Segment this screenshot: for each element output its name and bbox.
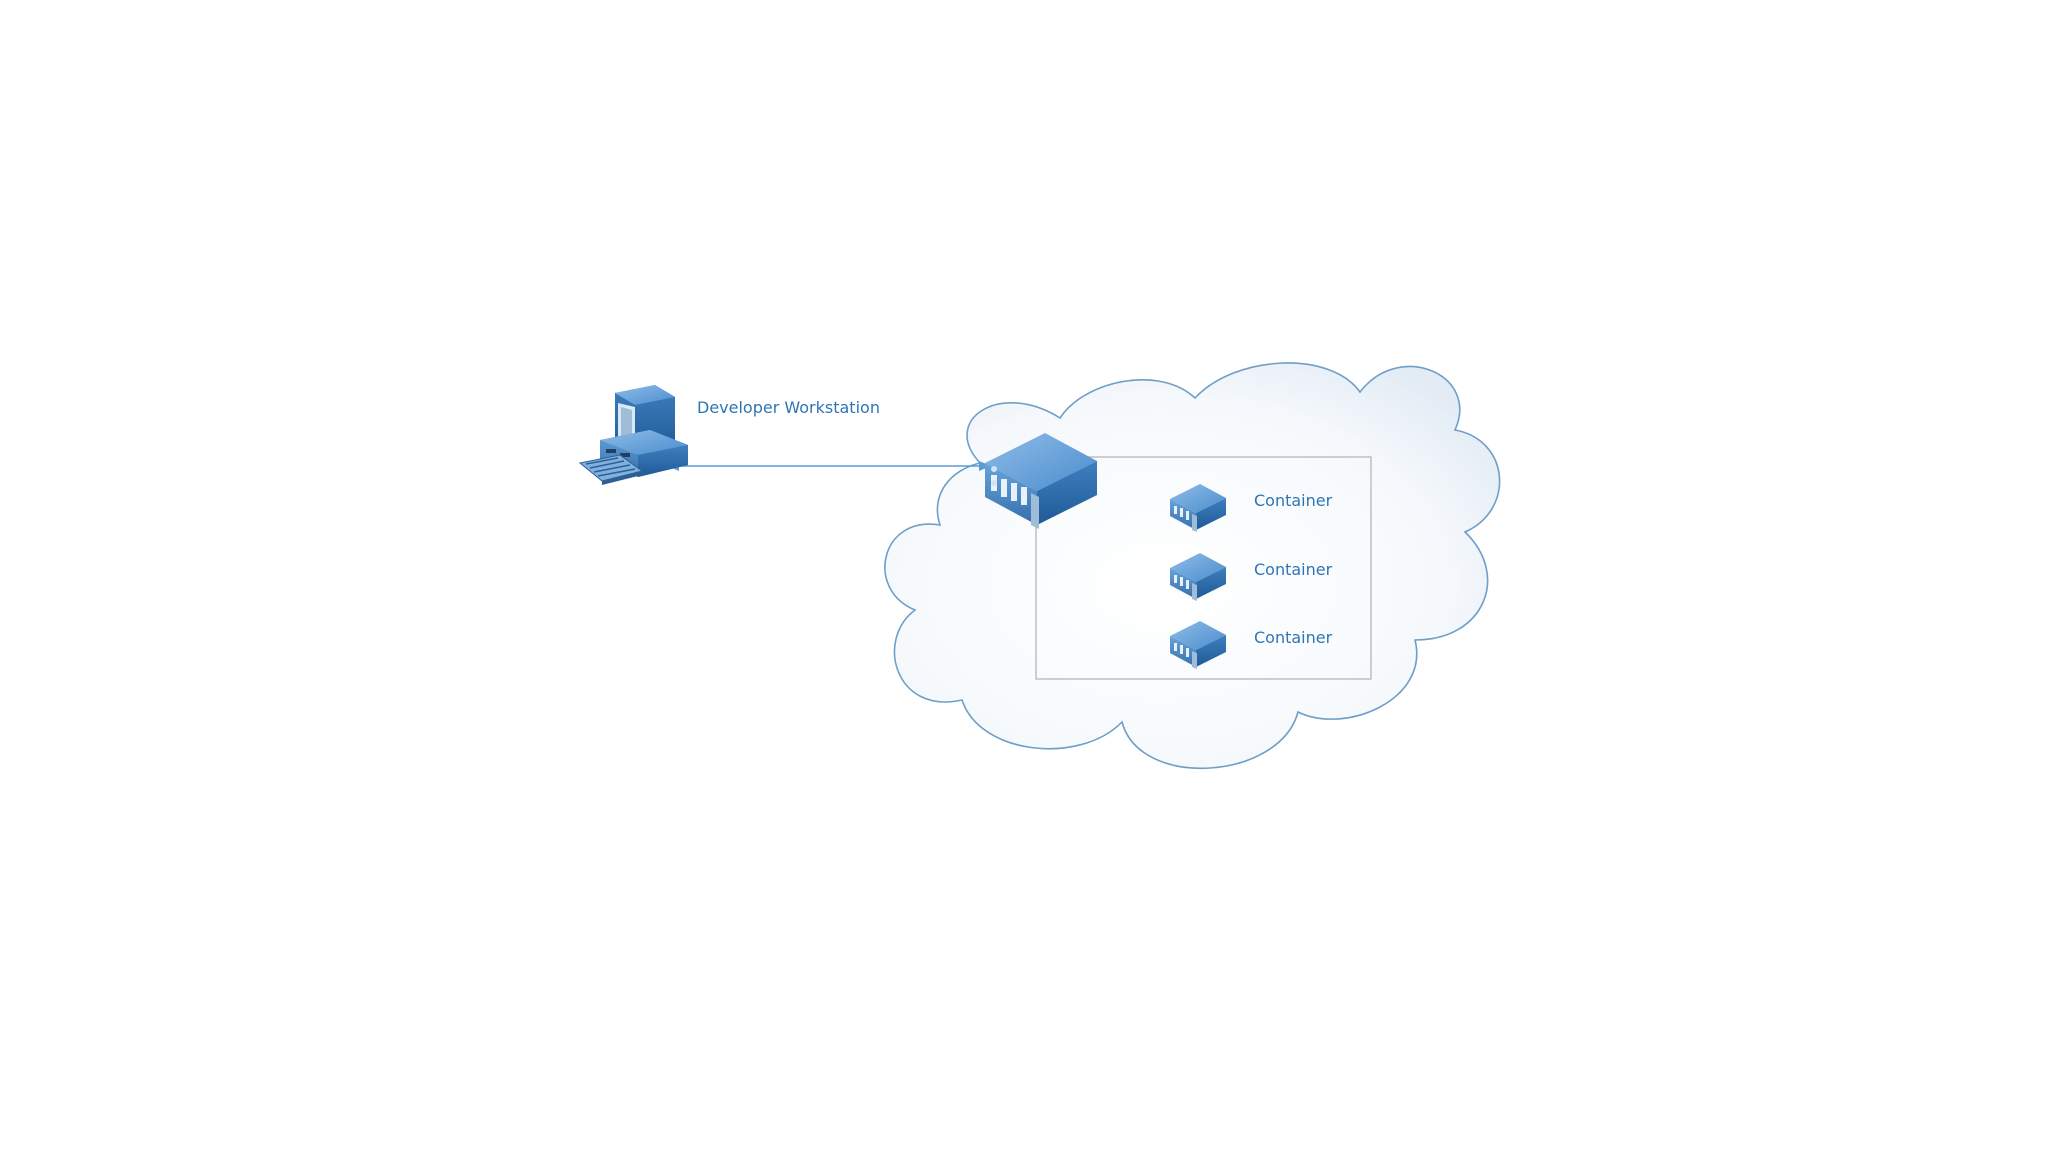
container-label: Container xyxy=(1254,628,1333,647)
desktop-computer-icon xyxy=(580,385,688,485)
container-label: Container xyxy=(1254,491,1333,510)
container-label: Container xyxy=(1254,560,1333,579)
workstation-label: Developer Workstation xyxy=(697,398,880,417)
